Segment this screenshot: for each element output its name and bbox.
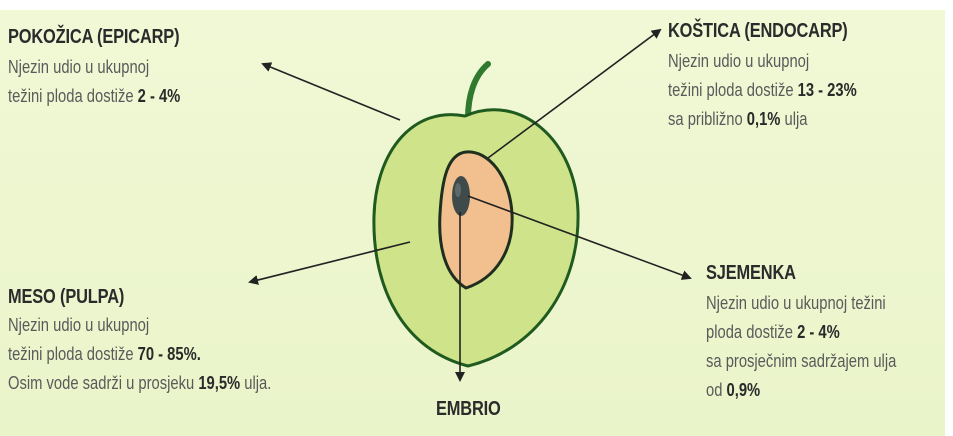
endocarp-line-1: Njezin udio u ukupnoj	[668, 47, 857, 76]
endocarp-percent: 13 - 23%	[798, 80, 857, 100]
pulpa-line-1: Njezin udio u ukupnoj	[8, 311, 271, 340]
pulpa-percent: 70 - 85%.	[138, 344, 201, 364]
epicarp-title: POKOŽICA (EPICARP)	[8, 26, 180, 49]
sjemenka-line-4-text: od	[706, 380, 727, 400]
sjemenka-line-2-text: ploda dostiže	[706, 322, 797, 342]
arrow-endocarp	[488, 30, 660, 158]
sjemenka-line-3: sa prosječnim sadržajem ulja	[706, 347, 896, 376]
arrow-epicarp	[263, 64, 400, 120]
pulpa-oil-percent: 19,5%	[198, 373, 240, 393]
seed-highlight	[455, 183, 461, 197]
pulpa-line-3: Osim vode sadrži u prosjeku 19,5% ulja.	[8, 369, 271, 398]
sjemenka-oil-percent: 0,9%	[727, 380, 761, 400]
endocarp-line-3-text: sa približno	[668, 109, 747, 129]
epicarp-line-1: Njezin udio u ukupnoj	[8, 53, 180, 82]
endocarp-oil-percent: 0,1%	[747, 109, 781, 129]
seed-embryo	[452, 176, 470, 216]
sjemenka-line-1: Njezin udio u ukupnoj težini	[706, 289, 896, 318]
pulpa-line-3-tail: ulja.	[240, 373, 271, 393]
label-sjemenka: SJEMENKA Njezin udio u ukupnoj težini pl…	[706, 262, 938, 405]
label-endocarp: KOŠTICA (ENDOCARP) Njezin udio u ukupnoj…	[668, 20, 898, 134]
sjemenka-line-2: ploda dostiže 2 - 4%	[706, 318, 896, 347]
epicarp-line-2: težini ploda dostiže 2 - 4%	[8, 82, 180, 111]
sjemenka-title: SJEMENKA	[706, 262, 896, 285]
endocarp-line-2: težini ploda dostiže 13 - 23%	[668, 76, 857, 105]
endocarp-line-3-tail: ulja	[780, 109, 807, 129]
endocarp-title: KOŠTICA (ENDOCARP)	[668, 20, 857, 43]
pulpa-line-2-text: težini ploda dostiže	[8, 344, 138, 364]
pulpa-line-2: težini ploda dostiže 70 - 85%.	[8, 340, 271, 369]
endocarp-line-3: sa približno 0,1% ulja	[668, 105, 857, 134]
sjemenka-line-4: od 0,9%	[706, 376, 896, 405]
epicarp-line-2-text: težini ploda dostiže	[8, 86, 138, 106]
pulpa-title: MESO (PULPA)	[8, 286, 271, 309]
label-embrio: EMBRIO	[436, 398, 515, 421]
embrio-title: EMBRIO	[436, 398, 501, 421]
sjemenka-percent: 2 - 4%	[797, 322, 840, 342]
epicarp-percent: 2 - 4%	[138, 86, 181, 106]
label-pulpa: MESO (PULPA) Njezin udio u ukupnoj težin…	[8, 286, 329, 398]
endocarp-line-2-text: težini ploda dostiže	[668, 80, 798, 100]
pulpa-line-3-text: Osim vode sadrži u prosjeku	[8, 373, 198, 393]
label-epicarp: POKOŽICA (EPICARP) Njezin udio u ukupnoj…	[8, 26, 218, 111]
